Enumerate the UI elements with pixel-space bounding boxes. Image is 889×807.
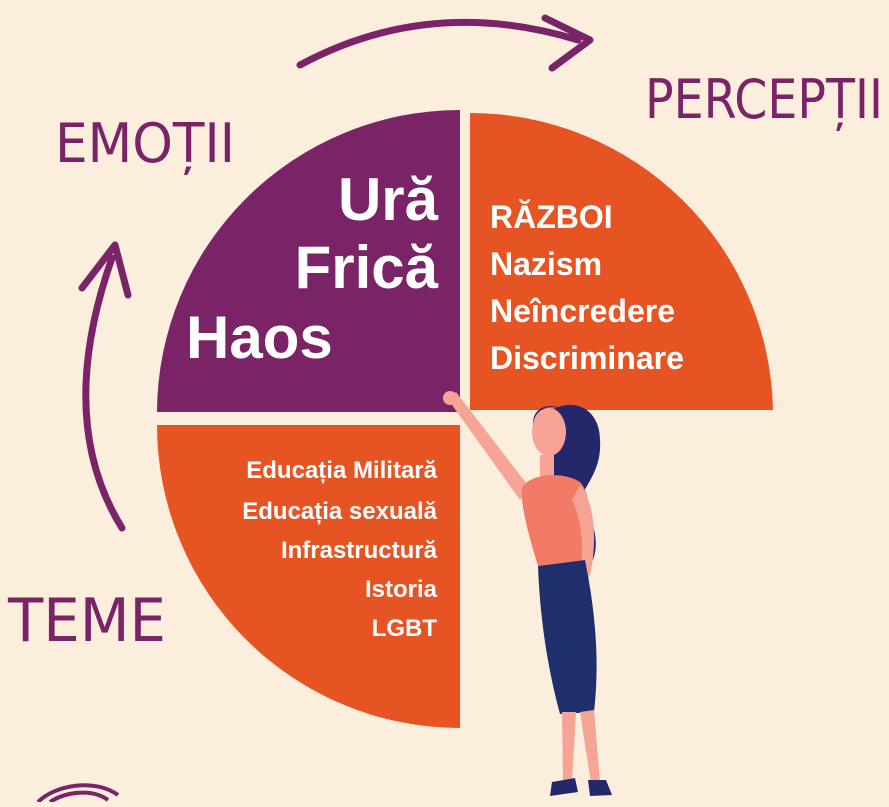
teme-word: Educația Militară [246,457,437,484]
teme-word: Infrastructură [281,537,438,564]
segment-perceptii [470,112,773,410]
emotii-word: Haos [186,304,333,371]
circle-logo [36,783,120,804]
emotii-word: Ură [338,166,439,233]
teme-word: LGBT [372,615,438,642]
woman-pointing-illustration [443,391,612,796]
perceptii-words: RĂZBOI Nazism Neîncredere Discriminare [490,199,684,376]
teme-words: Educația Militară Educația sexuală Infra… [242,457,437,642]
curved-arrow-right-icon [296,14,594,72]
perceptii-word: RĂZBOI [490,199,613,235]
label-emotii: EMOȚII [55,112,235,175]
teme-word: Educația sexuală [242,498,437,525]
segment-emotii [157,109,460,413]
label-perceptii: PERCEPȚII [645,68,883,131]
emotii-word: Frică [295,234,439,301]
label-teme: TEME [7,586,166,656]
curved-arrow-up-icon [78,241,132,532]
teme-word: Istoria [365,576,438,603]
segment-teme [157,425,460,728]
emotii-words: Ură Frică [295,166,439,301]
perceptii-word: Discriminare [490,340,684,376]
perceptii-word: Neîncredere [490,293,675,329]
perceptii-word: Nazism [490,246,602,282]
